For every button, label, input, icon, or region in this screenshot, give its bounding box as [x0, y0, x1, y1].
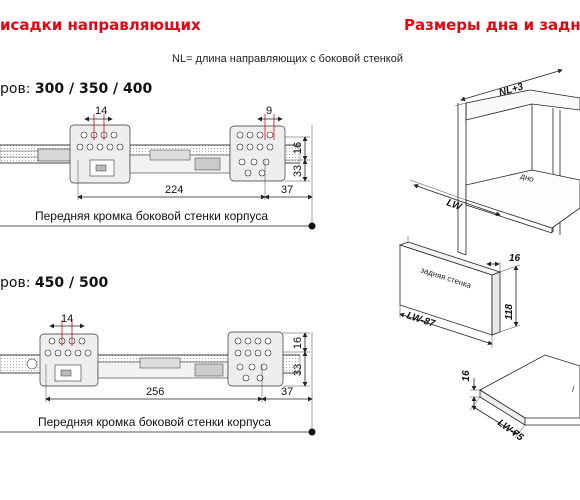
- row1-dim-33: 33: [292, 165, 304, 177]
- row1-dim-14: 14: [95, 105, 107, 117]
- row2-dim-16: 16: [292, 337, 304, 349]
- row2-caption: Передняя кромка боковой стенки корпуса: [38, 415, 271, 429]
- left-title: исадки направляющих: [0, 16, 201, 34]
- iso-lw-label: LW: [445, 197, 464, 213]
- row2-dim-256: 256: [146, 386, 164, 398]
- right-title: Размеры дна и задне: [404, 16, 580, 34]
- iso-back-height: 118: [504, 304, 515, 320]
- iso-bottom-thick: 16: [461, 370, 472, 382]
- iso-bottom-label: дно: [519, 171, 535, 184]
- row2-dim-33: 33: [292, 364, 304, 376]
- row2-dim-14: 14: [61, 313, 73, 325]
- row2-runner-drawing: [0, 320, 316, 436]
- row1-caption: Передняя кромка боковой стенки корпуса: [35, 209, 268, 223]
- row1-dim-224: 224: [165, 184, 183, 196]
- iso-bottom-board-letter: /: [572, 385, 575, 394]
- row1-dim-16: 16: [292, 142, 304, 154]
- row1-runner-drawing: [0, 114, 316, 230]
- row1-dim-37: 37: [281, 184, 293, 196]
- row2-heading: ров: 450 / 500: [0, 275, 108, 291]
- subtitle: NL= длина направляющих с боковой стенкой: [172, 53, 403, 65]
- row1-heading: ров: 300 / 350 / 400: [0, 81, 153, 97]
- row1-dim-9: 9: [266, 105, 272, 117]
- row2-dim-37: 37: [281, 386, 293, 398]
- iso-drawing: /: [398, 68, 580, 439]
- iso-back-thick: 16: [509, 253, 521, 264]
